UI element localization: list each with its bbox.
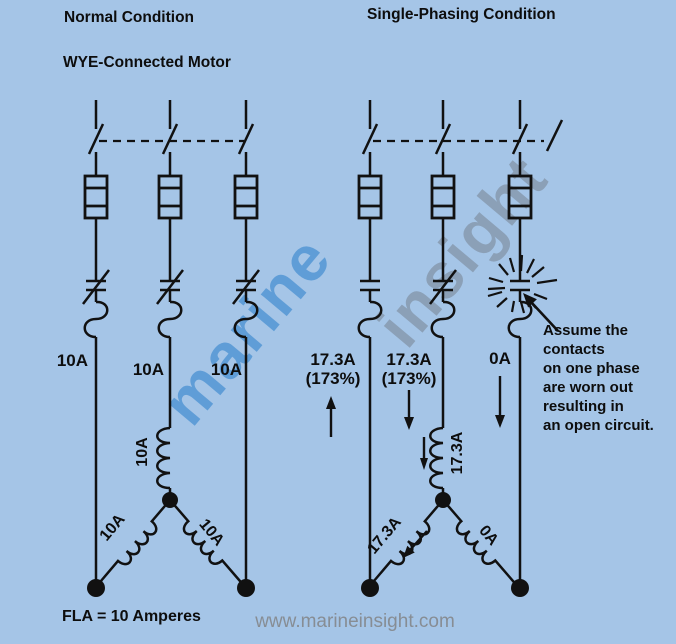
watermark-url: www.marineinsight.com (255, 611, 455, 632)
left-diagram-title: Normal Condition (64, 9, 195, 26)
right-phase1-current: 17.3A (310, 350, 356, 369)
left-phase2-current: 10A (132, 360, 164, 379)
motor-terminal (237, 579, 255, 597)
open-circuit-annotation: Assume the contacts on one phase are wor… (543, 321, 654, 435)
annotation-line: contacts (543, 341, 605, 358)
right-phase2-percent: (173%) (381, 369, 437, 388)
right-phase1-percent: (173%) (305, 369, 361, 388)
wye-center-point (162, 492, 178, 508)
annotation-line: on one phase (543, 360, 640, 377)
wye-center-point (435, 492, 451, 508)
right-diagram-title: Single-Phasing Condition (367, 6, 556, 23)
motor-terminal (511, 579, 529, 597)
right-winding-middle-current: 17.3A (449, 431, 466, 475)
right-circuit (326, 98, 564, 597)
left-circuit (81, 98, 261, 597)
left-phase1-current: 10A (56, 351, 88, 370)
current-arrows (326, 376, 505, 558)
annotation-line: an open circuit. (543, 417, 654, 434)
motor-terminal (87, 579, 105, 597)
annotation-line: resulting in (543, 398, 624, 415)
annotation-line: Assume the (543, 322, 629, 339)
motor-terminal (361, 579, 379, 597)
annotation-line: are worn out (543, 379, 634, 396)
annotation-arrow (523, 293, 559, 332)
open-switch-blade (545, 119, 564, 152)
fla-note: FLA = 10 Amperes (62, 608, 201, 625)
left-diagram-subtitle: WYE-Connected Motor (63, 54, 231, 71)
right-phase3-current: 0A (489, 349, 511, 368)
left-winding-middle-current: 10A (134, 437, 151, 467)
left-phase3-current: 10A (210, 360, 242, 379)
arcing-contact-starburst (487, 254, 558, 314)
right-phase2-current: 17.3A (386, 350, 432, 369)
